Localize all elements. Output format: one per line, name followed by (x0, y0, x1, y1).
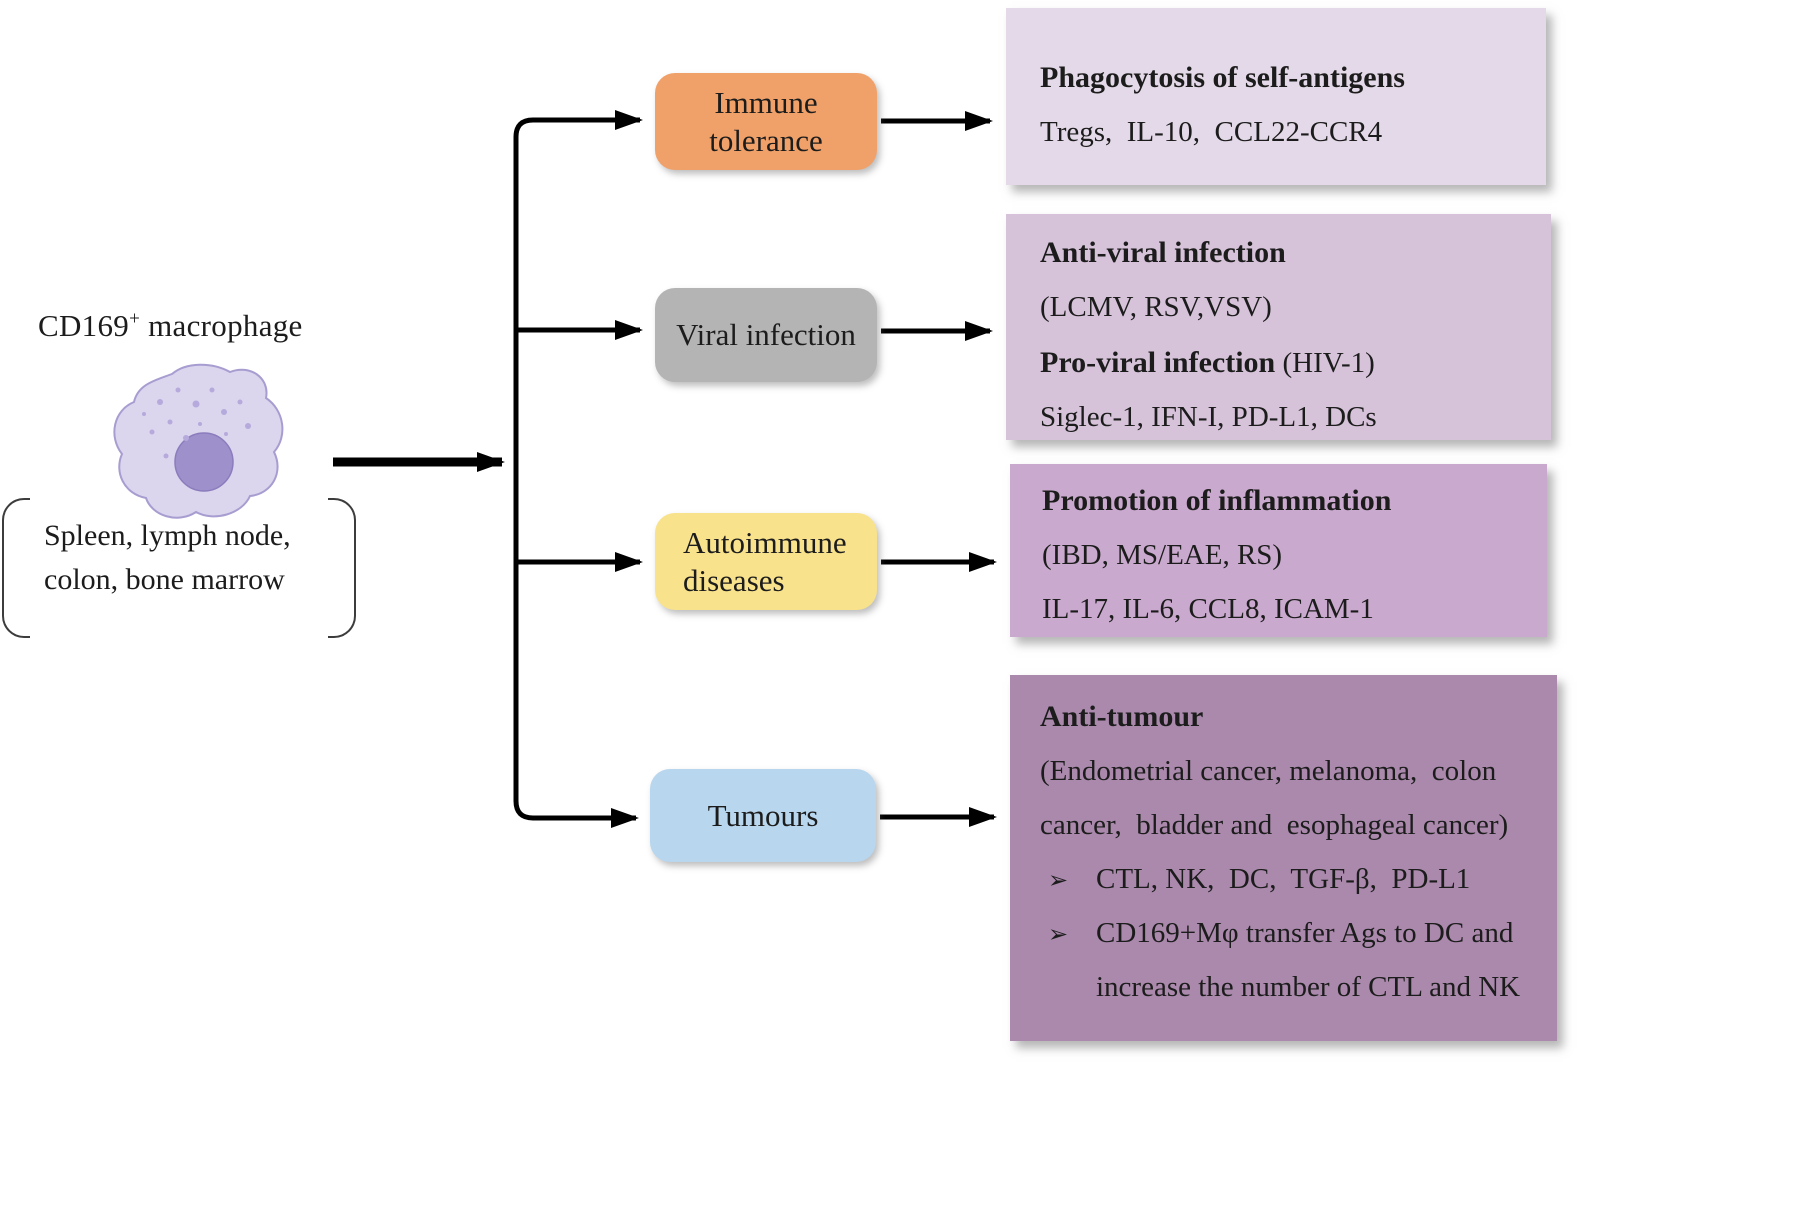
cell-nucleus (174, 432, 234, 492)
cell-granules (142, 387, 251, 459)
panel-viral-virus-list: (LCMV, RSV,VSV) (1040, 290, 1272, 323)
left-bracket (2, 498, 30, 638)
panel-tumour-bullet2-row: ➢ CD169+Mφ transfer Ags to DC and increa… (1040, 907, 1527, 1015)
panel-autoimmune-title: Promotion of inflammation (1042, 484, 1392, 517)
tissue-locations-line2: colon, bone marrow (44, 562, 285, 596)
branch-box-immune-tolerance: Immune tolerance (655, 73, 877, 170)
arrowhead-bullet-icon: ➢ (1048, 865, 1069, 894)
source-cell-title: CD169+ macrophage (38, 308, 303, 344)
panel-tumour-bullet2-text: CD169+Mφ transfer Ags to DC and increase… (1096, 916, 1521, 1003)
tissue-locations-line1: Spleen, lymph node, (44, 519, 291, 552)
branch-label-tumours: Tumours (707, 797, 819, 833)
panel-tolerance-title: Phagocytosis of self-antigens (1040, 61, 1405, 94)
panel-viral-mediators: Siglec-1, IFN-I, PD-L1, DCs (1040, 400, 1377, 433)
panel-viral-title-antiviral: Anti-viral infection (1040, 236, 1286, 269)
source-cell-name: CD169 (38, 308, 130, 343)
panel-viral-infection: Anti-viral infection (LCMV, RSV,VSV) Pro… (1006, 214, 1551, 440)
arrowhead-bullet-icon: ➢ (1048, 919, 1069, 948)
panel-autoimmune-mediators: IL-17, IL-6, CCL8, ICAM-1 (1042, 592, 1374, 625)
panel-tolerance-mediators: Tregs, IL-10, CCL22-CCR4 (1040, 115, 1383, 148)
panel-tumour-bullet1-row: ➢ CTL, NK, DC, TGF-β, PD-L1 (1040, 853, 1527, 907)
source-tissue-locations: Spleen, lymph node, colon, bone marrow (2, 498, 356, 638)
source-cell-name-rest: macrophage (140, 308, 303, 343)
branch-trunk-line (513, 117, 600, 821)
panel-viral-proviral-bold: Pro-viral infection (1040, 345, 1276, 379)
panel-viral-title-proviral: Pro-viral infection (HIV-1) (1040, 335, 1517, 391)
branch-box-tumours: Tumours (650, 769, 876, 862)
branch-label-viral-infection: Viral infection (676, 317, 856, 353)
panel-autoimmune-diseases: Promotion of inflammation (IBD, MS/EAE, … (1010, 464, 1547, 637)
right-bracket (328, 498, 356, 638)
branch-box-viral-infection: Viral infection (655, 288, 877, 382)
panel-autoimmune-disease-list: (IBD, MS/EAE, RS) (1042, 538, 1283, 571)
tissue-locations-text: Spleen, lymph node, colon, bone marrow (44, 514, 291, 601)
panel-tumours: Anti-tumour (Endometrial cancer, melanom… (1010, 675, 1557, 1041)
panel-tumour-title: Anti-tumour (1040, 700, 1204, 733)
panel-tumour-cancer-list: (Endometrial cancer, melanoma, colon can… (1040, 754, 1509, 841)
branch-label-autoimmune-diseases: Autoimmune diseases (683, 524, 847, 598)
panel-immune-tolerance: Phagocytosis of self-antigens Tregs, IL-… (1006, 8, 1546, 185)
branch-label-immune-tolerance: Immune tolerance (709, 84, 823, 158)
branch-box-autoimmune-diseases: Autoimmune diseases (655, 513, 877, 610)
panel-viral-proviral-suffix: (HIV-1) (1275, 346, 1375, 379)
source-cell-superscript: + (129, 308, 141, 330)
panel-tumour-bullet1-text: CTL, NK, DC, TGF-β, PD-L1 (1096, 862, 1471, 895)
macrophage-cell-icon (113, 363, 284, 519)
